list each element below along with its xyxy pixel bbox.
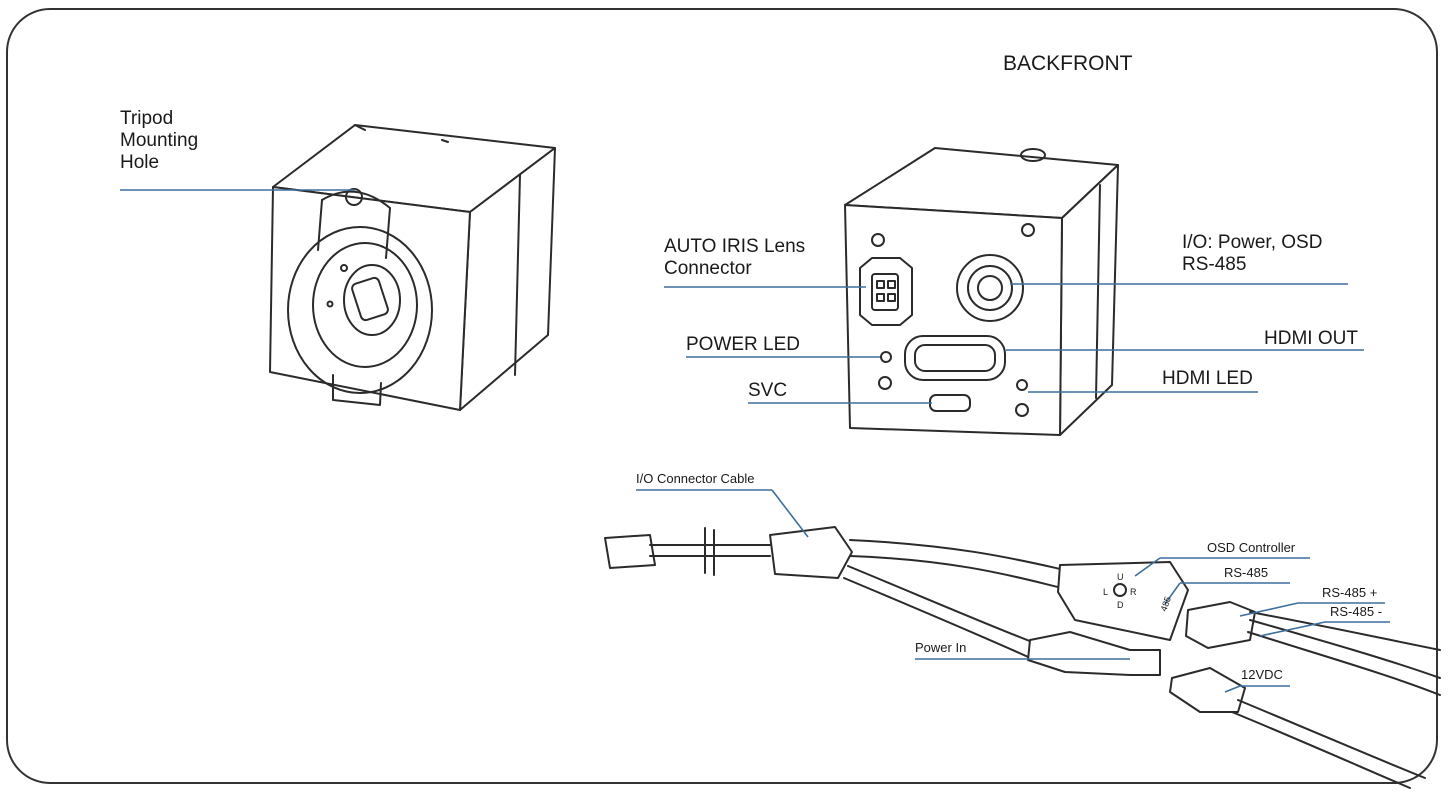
power-in-label: Power In <box>915 640 967 655</box>
tripod-label-line-1: Tripod <box>120 108 174 129</box>
io-power-line-1: I/O: Power, OSD <box>1182 232 1323 253</box>
rs485-mark: 485 <box>1158 595 1173 613</box>
12vdc-label: 12VDC <box>1241 667 1283 682</box>
back-camera-illustration <box>844 147 1119 436</box>
hdmi-led-label: HDMI LED <box>1162 368 1253 389</box>
leader-rs485-plus <box>1239 602 1299 617</box>
rs485-label: RS-485 <box>1224 565 1269 580</box>
tripod-label-line-2: Mounting <box>120 129 199 151</box>
osd-button-d: D <box>1117 600 1124 610</box>
auto-iris-line-1: AUTO IRIS Lens <box>664 236 806 257</box>
osd-button-r: R <box>1130 587 1137 597</box>
io-connector-cable-label: I/O Connector Cable <box>636 471 755 486</box>
leader-rs485 <box>1164 582 1181 605</box>
rs485-minus-label: RS-485 - <box>1330 604 1383 619</box>
osd-controller-label: OSD Controller <box>1207 540 1296 555</box>
hdmi-out-label: HDMI OUT <box>1264 328 1358 349</box>
io-power-label: I/O: Power, OSD RS-485 <box>1182 232 1322 276</box>
power-led-label: POWER LED <box>686 334 801 355</box>
front-camera-illustration <box>269 124 556 411</box>
leader-io-cable <box>771 489 809 538</box>
io-power-line-2: RS-485 <box>1182 253 1247 275</box>
rs485-plus-label: RS-485 + <box>1322 585 1378 600</box>
auto-iris-label: AUTO IRIS Lens Connector <box>664 236 805 280</box>
diagram-frame <box>6 8 1438 784</box>
auto-iris-line-2: Connector <box>664 257 752 279</box>
leader-12vdc <box>1224 685 1241 693</box>
diagram-heading: BACKFRONT <box>1003 52 1133 75</box>
tripod-label-line-3: Hole <box>120 151 160 173</box>
osd-button-l: L <box>1103 587 1108 597</box>
leader-rs485-minus <box>1259 621 1326 637</box>
tripod-mounting-hole-label: Tripod Mounting Hole <box>120 108 198 174</box>
svc-label: SVC <box>748 380 788 401</box>
io-cable-illustration <box>604 526 1441 789</box>
leader-osd <box>1134 557 1161 577</box>
osd-button-u: U <box>1117 572 1124 582</box>
